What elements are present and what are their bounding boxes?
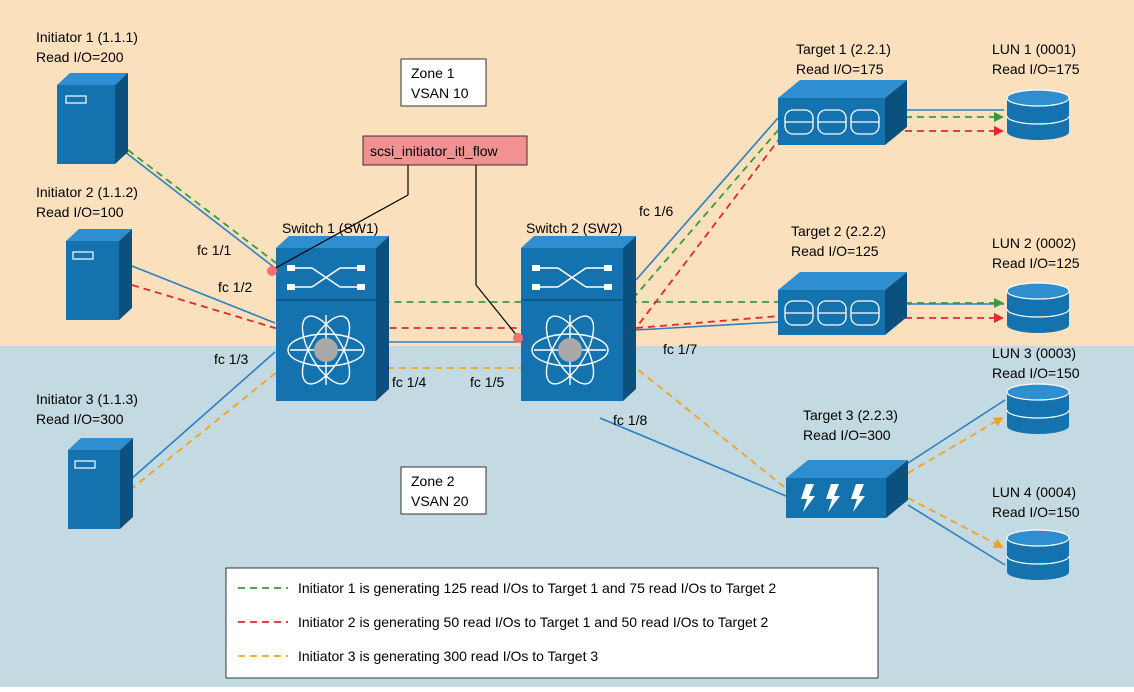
initiator-3: Initiator 3 (1.1.3) Read I/O=300 [36, 391, 138, 529]
disk-array-icon [778, 80, 907, 145]
initiator-2: Initiator 2 (1.1.2) Read I/O=100 [36, 184, 138, 320]
lun-1-name: LUN 1 (0001) [992, 41, 1076, 57]
legend-text-orange: Initiator 3 is generating 300 read I/Os … [298, 648, 598, 664]
flow-red-to-target2 [635, 315, 781, 329]
target-3-name: Target 3 (2.2.3) [803, 407, 898, 423]
legend-item-red: Initiator 2 is generating 50 read I/Os t… [238, 614, 769, 630]
mds-switch-icon [276, 236, 389, 401]
lun-2-name: LUN 2 (0002) [992, 235, 1076, 251]
disk-icon [1006, 282, 1070, 333]
legend-text-red: Initiator 2 is generating 50 read I/Os t… [298, 614, 769, 630]
legend: Initiator 1 is generating 125 read I/Os … [225, 567, 879, 679]
port-fc1-6: fc 1/6 [639, 203, 673, 219]
lun-4: LUN 4 (0004) Read I/O=150 [992, 484, 1080, 580]
port-marker-sw2 [513, 333, 523, 343]
zone1-label: Zone 1 VSAN 10 [400, 58, 487, 107]
port-fc1-7: fc 1/7 [663, 341, 697, 357]
initiator-2-name: Initiator 2 (1.1.2) [36, 184, 138, 200]
port-fc1-5: fc 1/5 [470, 374, 504, 390]
link-target3-lun4 [907, 504, 1006, 566]
port-marker-sw1 [267, 266, 277, 276]
flow-orange-to-target3 [129, 367, 789, 491]
target-1-name: Target 1 (2.2.1) [796, 41, 891, 57]
target-2: Target 2 (2.2.2) Read I/O=125 [778, 223, 907, 335]
target-1: Target 1 (2.2.1) Read I/O=175 [778, 41, 907, 145]
switch-2-name: Switch 2 (SW2) [526, 220, 622, 236]
target-2-name: Target 2 (2.2.2) [791, 223, 886, 239]
initiator-1-io: Read I/O=200 [36, 49, 124, 65]
disk-icon [1006, 529, 1070, 580]
flow-orange-lun3 [907, 416, 1004, 474]
zone2-name: Zone 2 [411, 473, 455, 489]
initiator-1: Initiator 1 (1.1.1) Read I/O=200 [36, 29, 138, 164]
disk-icon [1006, 89, 1070, 140]
zone1-name: Zone 1 [411, 65, 455, 81]
disk-array-icon [778, 272, 907, 335]
server-icon [68, 438, 133, 529]
zone1-vsan: VSAN 10 [411, 85, 469, 101]
switch-1: Switch 1 (SW1) [276, 220, 389, 401]
server-icon [57, 73, 128, 164]
zone2-vsan: VSAN 20 [411, 493, 469, 509]
legend-item-orange: Initiator 3 is generating 300 read I/Os … [238, 648, 598, 664]
lun-1: LUN 1 (0001) Read I/O=175 [992, 41, 1080, 140]
port-labels: fc 1/1 fc 1/2 fc 1/3 fc 1/4 fc 1/5 fc 1/… [197, 203, 697, 428]
target-1-io: Read I/O=175 [796, 61, 884, 77]
initiator-3-io: Read I/O=300 [36, 411, 124, 427]
flow-red-to-target1 [131, 137, 781, 329]
zone2-label: Zone 2 VSAN 20 [400, 466, 487, 515]
physical-links [124, 109, 1006, 566]
legend-item-green: Initiator 1 is generating 125 read I/Os … [238, 580, 776, 596]
server-icon [66, 229, 132, 320]
link-init3-sw1 [129, 351, 276, 481]
callout-label: scsi_initiator_itl_flow [370, 143, 498, 159]
port-fc1-4: fc 1/4 [392, 374, 426, 390]
lun-4-io: Read I/O=150 [992, 504, 1080, 520]
initiator-3-name: Initiator 3 (1.1.3) [36, 391, 138, 407]
disk-icon [1006, 383, 1070, 434]
lun-2-io: Read I/O=125 [992, 255, 1080, 271]
switch-2: Switch 2 (SW2) [521, 220, 636, 401]
flash-array-icon [786, 460, 908, 518]
flow-green-to-target1 [127, 127, 781, 303]
initiator-1-name: Initiator 1 (1.1.1) [36, 29, 138, 45]
callout-itl-flow: scsi_initiator_itl_flow [267, 135, 528, 343]
mds-switch-icon [521, 236, 636, 401]
port-fc1-1: fc 1/1 [197, 242, 231, 258]
target-2-io: Read I/O=125 [791, 243, 879, 259]
link-init1-sw1 [124, 151, 276, 269]
port-fc1-3: fc 1/3 [214, 351, 248, 367]
target-3: Target 3 (2.2.3) Read I/O=300 [786, 407, 908, 518]
lun-4-name: LUN 4 (0004) [992, 484, 1076, 500]
legend-text-green: Initiator 1 is generating 125 read I/Os … [298, 580, 776, 596]
lun-2: LUN 2 (0002) Read I/O=125 [992, 235, 1080, 333]
switch-1-name: Switch 1 (SW1) [282, 220, 378, 236]
link-target3-lun3 [907, 399, 1006, 464]
lun-3-io: Read I/O=150 [992, 365, 1080, 381]
lun-3-name: LUN 3 (0003) [992, 345, 1076, 361]
port-fc1-8: fc 1/8 [613, 412, 647, 428]
lun-3: LUN 3 (0003) Read I/O=150 [992, 345, 1080, 434]
flow-orange [129, 367, 1004, 548]
port-fc1-2: fc 1/2 [218, 279, 252, 295]
link-sw2-target1 [635, 117, 779, 281]
lun-1-io: Read I/O=175 [992, 61, 1080, 77]
flow-orange-lun4 [907, 497, 1004, 548]
initiator-2-io: Read I/O=100 [36, 204, 124, 220]
link-sw2-target2 [635, 321, 779, 331]
flow-red [131, 126, 1004, 329]
link-sw2-target3 [599, 417, 787, 497]
target-3-io: Read I/O=300 [803, 427, 891, 443]
link-init2-sw1 [131, 265, 276, 324]
